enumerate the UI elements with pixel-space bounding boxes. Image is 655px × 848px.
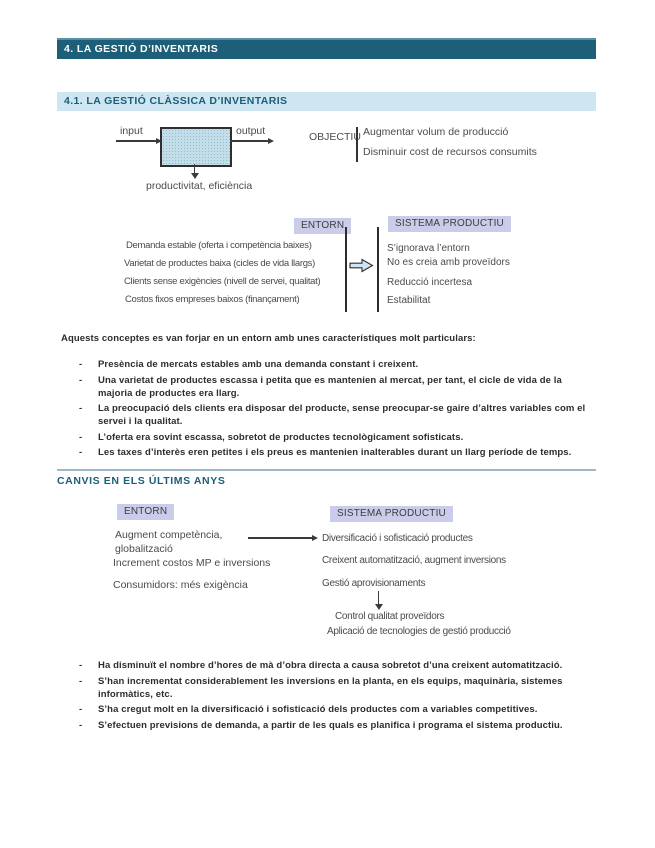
- sistema-productiu-tag: SISTEMA PRODUCTIU: [330, 506, 453, 522]
- list-item: Consumidors: més exigència: [113, 579, 248, 591]
- bullet-text: L’oferta era sovint escassa, sobretot de…: [98, 431, 464, 443]
- list-item: - Les taxes d’interès eren petites i els…: [79, 446, 599, 459]
- list-item: Costos fixos empreses baixos (finançamen…: [125, 294, 300, 305]
- list-item: - Presència de mercats estables amb una …: [79, 358, 599, 371]
- bullet-dash: -: [79, 374, 83, 386]
- bullet-list: - Presència de mercats estables amb una …: [79, 358, 599, 462]
- section-title: 4.1. LA GESTIÓ CLÀSSICA D’INVENTARIS: [64, 95, 288, 107]
- transform-arrow-icon: [349, 258, 374, 278]
- cause-arrow-icon: [248, 534, 318, 542]
- objective-item: Disminuir cost de recursos consumits: [363, 146, 537, 158]
- list-item: Creixent automatització, augment inversi…: [322, 555, 506, 566]
- bullet-text: Les taxes d’interès eren petites i els p…: [98, 447, 572, 458]
- list-item: - S’ha cregut molt en la diversificació …: [79, 703, 599, 716]
- bullet-dash: -: [79, 675, 83, 687]
- list-item: Aplicació de tecnologies de gestió produ…: [327, 626, 511, 637]
- section-divider: [57, 469, 596, 471]
- productivity-label: productivitat, eficiència: [146, 180, 253, 192]
- bullet-dash: -: [79, 704, 83, 715]
- bullet-text: S’han incrementat considerablement les i…: [98, 675, 563, 700]
- divider-bar: [377, 227, 379, 312]
- bullet-dash: -: [79, 403, 83, 414]
- objective-item: Augmentar volum de producció: [363, 126, 509, 138]
- bullet-text: S’efectuen previsions de demanda, a part…: [98, 719, 563, 731]
- input-arrow-icon: [116, 137, 162, 145]
- list-item: Estabilitat: [387, 295, 431, 306]
- chapter-header: 4. LA GESTIÓ D’INVENTARIS: [57, 38, 596, 59]
- sistema-productiu-tag: SISTEMA PRODUCTIU: [388, 216, 511, 232]
- bullet-list: - Ha disminuït el nombre d’hores de mà d…: [79, 659, 599, 734]
- list-item: Control qualitat proveïdors: [335, 611, 445, 622]
- output-label: output: [236, 125, 266, 137]
- changes-title: CANVIS EN ELS ÚLTIMS ANYS: [57, 475, 226, 487]
- bullet-dash: -: [79, 431, 83, 443]
- entorn-tag: ENTORN: [294, 218, 352, 234]
- list-item: S’ignorava l’entorn: [387, 243, 470, 254]
- intro-paragraph: Aquests conceptes es van forjar en un en…: [61, 333, 476, 344]
- chapter-title: 4. LA GESTIÓ D’INVENTARIS: [64, 43, 219, 55]
- bullet-text: La preocupació dels clients era disposar…: [98, 403, 586, 427]
- list-item: - S’efectuen previsions de demanda, a pa…: [79, 719, 599, 732]
- list-item: Reducció incertesa: [387, 277, 473, 288]
- process-box: [160, 127, 232, 167]
- list-item: Gestió aprovisionaments: [322, 578, 426, 589]
- bullet-text: Una varietat de productes escassa i peti…: [98, 374, 562, 399]
- output-arrow-icon: [230, 137, 274, 145]
- list-item: Clients sense exigències (nivell de serv…: [124, 276, 321, 287]
- list-item: - Una varietat de productes escassa i pe…: [79, 374, 599, 400]
- input-label: input: [120, 125, 143, 137]
- objective-divider: [356, 127, 358, 162]
- bullet-dash: -: [79, 660, 83, 671]
- objective-label: OBJECTIU: [309, 131, 361, 143]
- divider-bar: [345, 227, 347, 312]
- list-item: Augment competència, globalització: [115, 529, 223, 555]
- list-item: - L’oferta era sovint escassa, sobretot …: [79, 431, 599, 444]
- list-item: No es creia amb proveïdors: [387, 257, 510, 268]
- section-header: 4.1. LA GESTIÓ CLÀSSICA D’INVENTARIS: [57, 92, 596, 111]
- down-arrow-icon: [374, 591, 383, 610]
- bullet-dash: -: [79, 719, 83, 731]
- list-item: Varietat de productes baixa (cicles de v…: [124, 258, 315, 269]
- bullet-text: Ha disminuït el nombre d’hores de mà d’o…: [98, 660, 563, 671]
- list-item: Diversificació i sofisticació productes: [322, 533, 473, 544]
- bullet-dash: -: [79, 447, 83, 458]
- list-item: - S’han incrementat considerablement les…: [79, 675, 599, 701]
- list-item: Demanda estable (oferta i competència ba…: [126, 240, 312, 251]
- down-arrow-icon: [190, 164, 199, 179]
- list-item: - La preocupació dels clients era dispos…: [79, 402, 599, 428]
- bullet-dash: -: [79, 359, 83, 370]
- bullet-text: S’ha cregut molt en la diversificació i …: [98, 704, 538, 715]
- entorn-tag: ENTORN: [117, 504, 175, 520]
- list-item: - Ha disminuït el nombre d’hores de mà d…: [79, 659, 599, 672]
- bullet-text: Presència de mercats estables amb una de…: [98, 359, 419, 370]
- list-item: Increment costos MP e inversions: [113, 557, 271, 569]
